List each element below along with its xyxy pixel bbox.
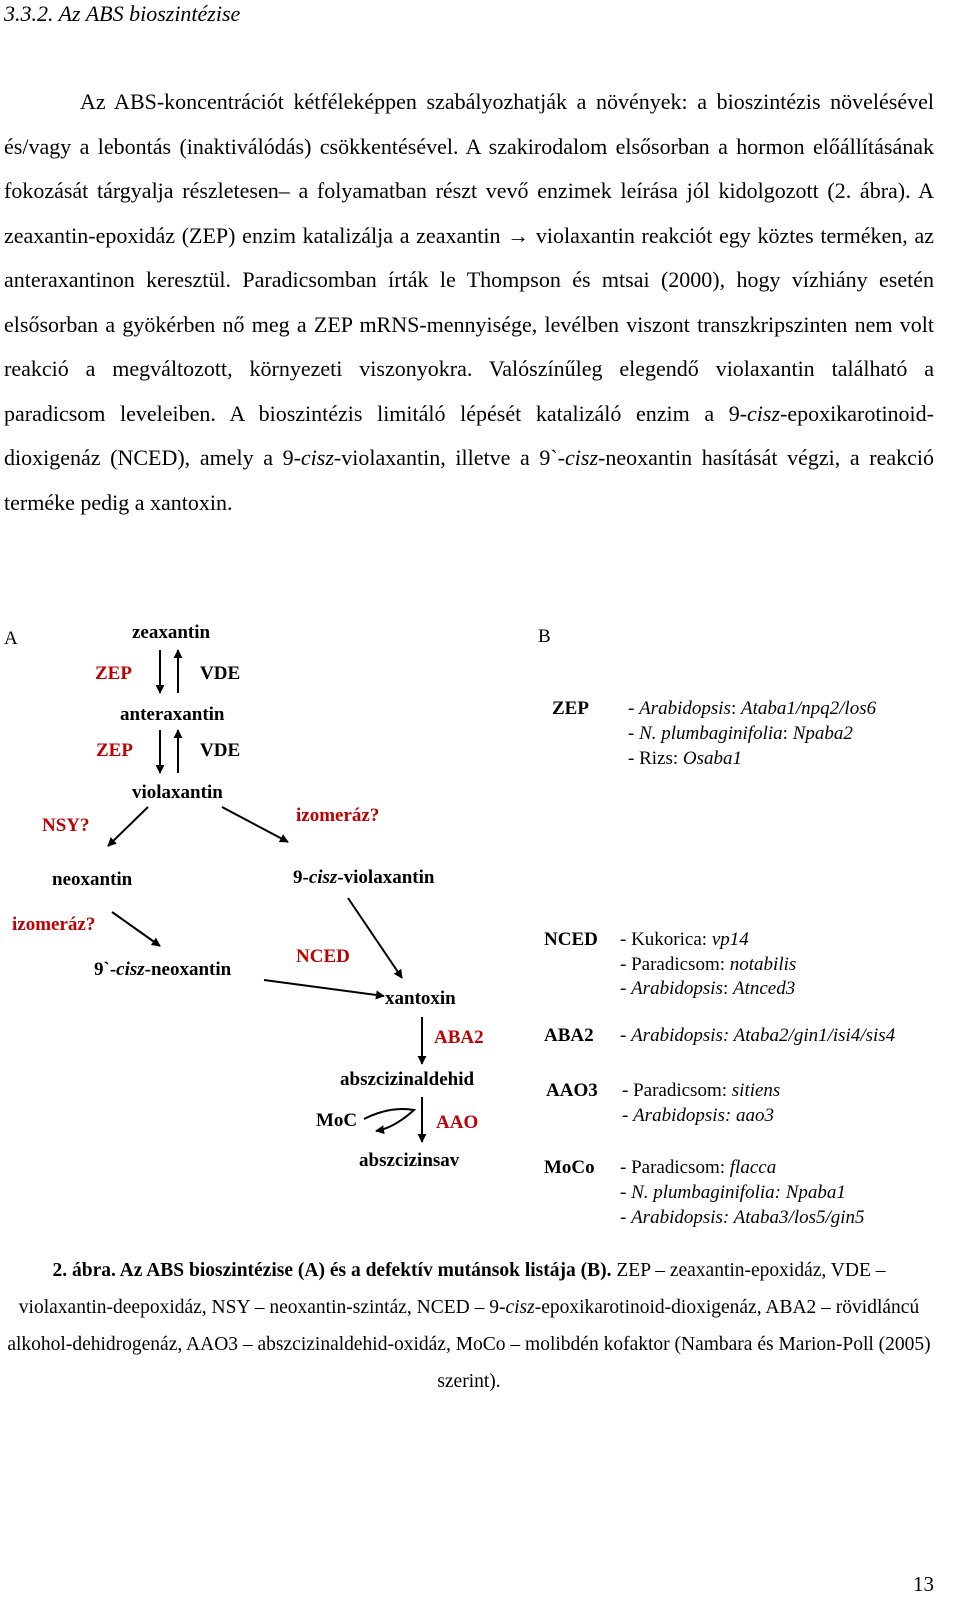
enzyme-nsy: NSY? <box>42 815 90 836</box>
mut-text: - Rizs: <box>628 748 683 769</box>
mut-text: - <box>620 978 631 999</box>
mut-text: : <box>731 698 741 719</box>
mutant-moco-3: - Arabidopsis: Ataba3/los5/gin5 <box>620 1207 865 1228</box>
mutant-zep-1: - Arabidopsis: Ataba1/npq2/los6 <box>628 698 877 719</box>
mut-text-italic: sitiens <box>732 1080 781 1101</box>
mut-text-italic: Npaba2 <box>792 723 854 744</box>
mut-text-italic: Arabidopsis <box>629 978 723 999</box>
node-9-cisz-violaxantin: 9-cisz-violaxantin <box>293 867 435 888</box>
mutant-label-nced: NCED <box>544 929 598 950</box>
mut-text: - Paradicsom: <box>620 1157 730 1178</box>
paragraph-run-italic: cisz <box>565 445 599 470</box>
mut-text-italic: Arabidopsis: Ataba3/los5/gin5 <box>629 1207 864 1228</box>
enzyme-zep-1: ZEP <box>95 663 132 684</box>
arrow-neoxantin-to-cis-neoxantin <box>111 911 161 947</box>
cis-vio-suffix: -violaxantin <box>337 867 435 888</box>
section-heading: 3.3.2. Az ABS bioszintézise <box>4 1 241 26</box>
mut-text: : <box>783 723 793 744</box>
caption-run: -epoxikarotinoid-dioxigenáz, ABA2 – rövi… <box>7 1297 931 1392</box>
mut-text: - Kukorica: <box>620 929 712 950</box>
node-9-cisz-neoxantin: 9`-cisz-neoxantin <box>94 959 232 980</box>
enzyme-nced: NCED <box>296 946 350 967</box>
caption-run: ZEP – zeaxantin-epoxidáz, VDE – violaxan… <box>18 1260 886 1318</box>
mut-text: - <box>620 1025 631 1046</box>
node-abszcizinaldehid: abszcizinaldehid <box>340 1069 475 1090</box>
mutant-zep-2: - N. plumbaginifolia: Npaba2 <box>628 723 853 744</box>
mut-text: - <box>622 1105 633 1126</box>
mut-text: - <box>628 723 639 744</box>
mut-text: - Paradicsom: <box>622 1080 732 1101</box>
arrow-moc-cofactor <box>363 1108 417 1135</box>
paragraph-run: -neoxantin hasítását végzi, a reakció te… <box>4 445 934 515</box>
mutant-label-aba2: ABA2 <box>544 1025 594 1046</box>
mut-text-italic: vp14 <box>712 929 749 950</box>
cofactor-moc: MoC <box>316 1110 357 1131</box>
enzyme-aba2: ABA2 <box>434 1027 484 1048</box>
node-anteraxantin: anteraxantin <box>120 704 225 725</box>
mut-text-italic: Arabidopsis: aao3 <box>631 1105 774 1126</box>
mutant-zep-3: - Rizs: Osaba1 <box>628 748 742 769</box>
figure-2-diagram: A B zeaxantin ZEP VDE anteraxantin ZEP V… <box>4 622 896 1228</box>
node-neoxantin: neoxantin <box>52 869 133 890</box>
panel-a-label: A <box>4 628 18 649</box>
enzyme-izomeraz-1: izomeráz? <box>296 805 379 826</box>
mut-text: - <box>628 698 639 719</box>
cis-neo-prefix: 9`- <box>94 959 116 980</box>
paragraph-run-italic: cisz <box>300 445 334 470</box>
enzyme-zep-2: ZEP <box>96 740 133 761</box>
mutant-nced-1: - Kukorica: vp14 <box>620 929 749 950</box>
mut-text-italic: Ataba1/npq2/los6 <box>739 698 877 719</box>
cis-neo-suffix: -neoxantin <box>145 959 232 980</box>
arrow-cis-violaxantin-to-xantoxin <box>347 897 403 979</box>
caption-title: 2. ábra. Az ABS bioszintézise (A) és a d… <box>52 1260 612 1281</box>
node-violaxantin: violaxantin <box>132 782 223 803</box>
mut-text: - <box>620 1182 631 1203</box>
paragraph-run: -epoxikarotinoid-dioxigenáz (NCED), amel… <box>4 400 934 471</box>
mut-text: - Paradicsom: <box>620 954 730 975</box>
figure-caption: 2. ábra. Az ABS bioszintézise (A) és a d… <box>4 1252 934 1400</box>
mutant-aao3-1: - Paradicsom: sitiens <box>622 1080 780 1101</box>
caption-run-italic: cisz <box>505 1297 535 1318</box>
mut-text: : <box>723 978 733 999</box>
cis-vio-italic: cisz <box>309 867 338 888</box>
mut-text-italic: Atnced3 <box>731 978 795 999</box>
mutant-aba2-1: - Arabidopsis: Ataba2/gin1/isi4/sis4 <box>620 1025 896 1046</box>
enzyme-vde-2: VDE <box>200 740 240 761</box>
panel-b-label: B <box>538 626 551 647</box>
arrow-cis-neoxantin-to-xantoxin <box>263 979 385 1000</box>
cis-neo-italic: cisz <box>116 959 145 980</box>
body-paragraph: Az ABS-koncentrációt kétféleképpen szabá… <box>4 80 934 525</box>
mut-text-italic: N. plumbaginifolia: Npaba1 <box>630 1182 846 1203</box>
mutant-nced-3: - Arabidopsis: Atnced3 <box>620 978 795 999</box>
mutant-aao3-2: - Arabidopsis: aao3 <box>622 1105 774 1126</box>
enzyme-izomeraz-2: izomeráz? <box>12 914 95 935</box>
mut-text-italic: flacca <box>730 1157 776 1178</box>
arrow-violaxantin-to-cis-violaxantin <box>221 806 289 843</box>
paragraph-run-italic: cisz <box>747 400 781 426</box>
page-number: 13 <box>913 1572 934 1596</box>
cis-vio-prefix: 9- <box>293 867 309 888</box>
mutant-nced-2: - Paradicsom: notabilis <box>620 954 796 975</box>
mutant-label-moco: MoCo <box>544 1157 595 1178</box>
arrow-violaxantin-to-neoxantin <box>107 806 149 847</box>
mut-text-italic: Arabidopsis <box>637 698 731 719</box>
enzyme-aao: AAO <box>436 1112 478 1133</box>
enzyme-vde-1: VDE <box>200 663 240 684</box>
node-abszcizinsav: abszcizinsav <box>359 1150 460 1171</box>
mutant-label-zep: ZEP <box>552 698 589 719</box>
paragraph-run: Az ABS-koncentrációt kétféleképpen szabá… <box>4 89 934 426</box>
mutant-moco-1: - Paradicsom: flacca <box>620 1157 776 1178</box>
node-zeaxantin: zeaxantin <box>132 622 211 643</box>
paragraph-run: -violaxantin, illetve a 9`- <box>333 445 566 470</box>
mutant-label-aao3: AAO3 <box>546 1080 598 1101</box>
mut-text-italic: Osaba1 <box>683 748 742 769</box>
mut-text: - <box>620 1207 631 1228</box>
mut-text-italic: N. plumbaginifolia <box>638 723 783 744</box>
mutant-moco-2: - N. plumbaginifolia: Npaba1 <box>620 1182 846 1203</box>
mut-text-italic: notabilis <box>730 954 797 975</box>
mut-text-italic: Arabidopsis: Ataba2/gin1/isi4/sis4 <box>629 1025 896 1046</box>
node-xantoxin: xantoxin <box>385 988 456 1009</box>
